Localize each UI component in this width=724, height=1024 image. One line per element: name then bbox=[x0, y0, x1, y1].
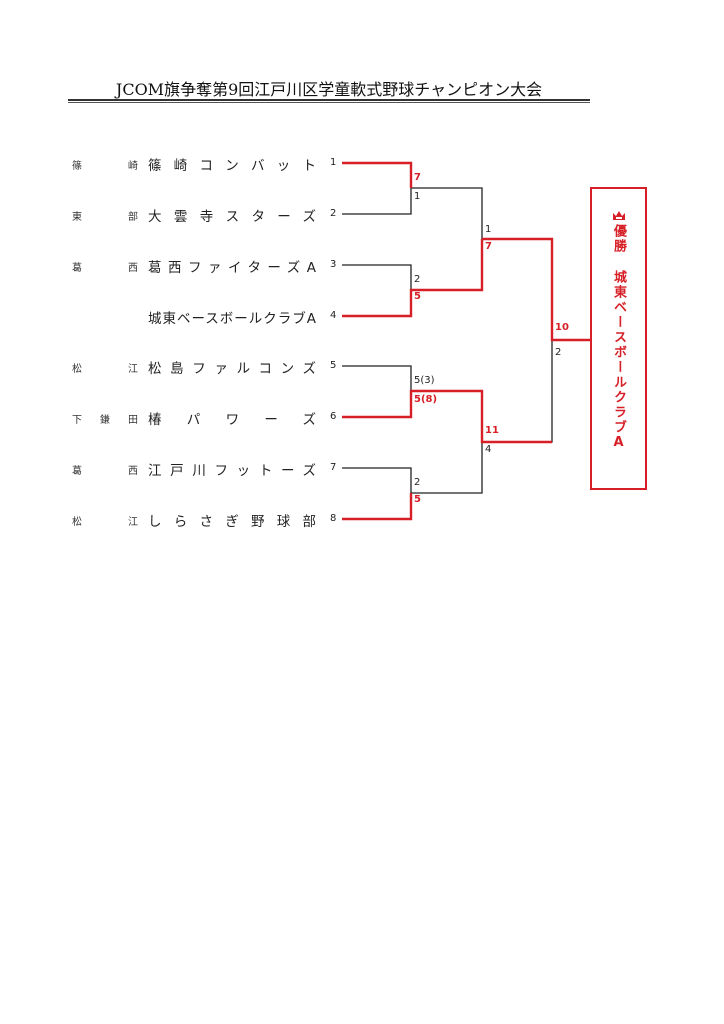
score-r2m1-top: 1 bbox=[485, 224, 492, 235]
win-line-seed-1 bbox=[342, 161, 413, 188]
seed-number: 3 bbox=[330, 259, 337, 270]
team-name: 江戸川フットーズ bbox=[148, 463, 316, 479]
line-seed-5 bbox=[342, 365, 412, 391]
score-r1m2-top: 2 bbox=[414, 274, 421, 285]
team-area: 葛西 bbox=[72, 466, 138, 477]
score-r2m2-top: 11 bbox=[485, 425, 499, 436]
score-final-top: 10 bbox=[555, 322, 569, 333]
score-r1m1-top: 7 bbox=[414, 172, 421, 183]
champion-box: 優勝 城東ベースボールクラブA bbox=[590, 187, 647, 490]
win-line-seed-4 bbox=[342, 239, 484, 318]
team-area: 篠崎 bbox=[72, 161, 138, 172]
team-name: しらさぎ野球部 bbox=[148, 514, 316, 530]
team-area: 松江 bbox=[72, 517, 138, 528]
line-seed-3 bbox=[342, 264, 412, 290]
score-r2m1-bottom: 7 bbox=[485, 241, 492, 252]
line-seed-7 bbox=[342, 467, 412, 493]
title-divider-thin bbox=[68, 102, 590, 103]
score-r1m3-top: 5(3) bbox=[414, 375, 435, 386]
seed-number: 7 bbox=[330, 462, 337, 473]
score-r1m3-bottom: 5(8) bbox=[414, 394, 438, 405]
team-area: 葛西 bbox=[72, 263, 138, 274]
seed-number: 6 bbox=[330, 411, 337, 422]
champion-label: 優勝 bbox=[611, 224, 626, 254]
seed-number: 1 bbox=[330, 157, 337, 168]
team-name: 葛西ファイターズA bbox=[148, 260, 316, 276]
line-r2m2-bottom bbox=[411, 442, 483, 494]
team-name: 城東ベースボールクラブA bbox=[148, 311, 316, 327]
seed-number: 4 bbox=[330, 310, 337, 321]
team-area: 東部 bbox=[72, 212, 138, 223]
score-r1m4-top: 2 bbox=[414, 477, 421, 488]
page-title: JCOM旗争奪第9回江戸川区学童軟式野球チャンピオン大会 bbox=[115, 80, 543, 99]
score-r1m1-bottom: 1 bbox=[414, 191, 421, 202]
score-r2m2-bottom: 4 bbox=[485, 444, 492, 455]
title-divider bbox=[68, 99, 590, 101]
team-name: 大雲寺スターズ bbox=[148, 209, 316, 225]
team-name: 椿パワーズ bbox=[148, 412, 316, 428]
seed-number: 5 bbox=[330, 360, 337, 371]
champion-team: 城東ベースボールクラブA bbox=[611, 270, 626, 452]
team-area: 下鎌田 bbox=[72, 415, 138, 426]
line-r2m1-top bbox=[411, 187, 483, 239]
win-line-r2m1 bbox=[482, 237, 590, 342]
team-name: 松島ファルコンズ bbox=[148, 361, 316, 377]
line-seed-2 bbox=[342, 188, 412, 215]
score-final-bottom: 2 bbox=[555, 347, 562, 358]
team-name: 篠崎コンバット bbox=[148, 158, 316, 174]
crown-icon bbox=[612, 211, 625, 220]
score-r1m4-bottom: 5 bbox=[414, 494, 421, 505]
win-line-seed-8 bbox=[342, 493, 413, 521]
score-r1m2-bottom: 5 bbox=[414, 291, 421, 302]
win-line-seed-6 bbox=[342, 389, 552, 444]
seed-number: 2 bbox=[330, 208, 337, 219]
team-area: 松江 bbox=[72, 364, 138, 375]
seed-number: 8 bbox=[330, 513, 337, 524]
